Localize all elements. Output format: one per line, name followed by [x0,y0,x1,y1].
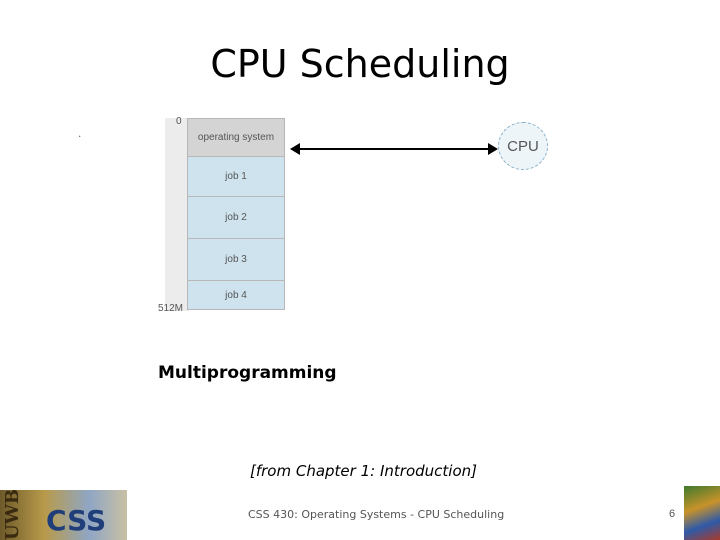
memory-layout: operating system job 1 job 2 job 3 job 4 [187,118,285,310]
uwb-css-logo: UWB CSS [0,490,127,540]
cpu-node: CPU [498,122,548,170]
page-number: 6 [669,508,676,520]
bullet-mark: . [78,126,82,140]
figure-caption: Multiprogramming [158,363,337,383]
book-cover-image [684,486,720,540]
double-arrow-icon [290,143,498,155]
segment-operating-system: operating system [188,119,284,157]
slide-title: CPU Scheduling [210,42,510,86]
segment-job-3: job 3 [188,239,284,281]
source-note: [from Chapter 1: Introduction] [250,462,477,480]
address-end-label: 512M [158,303,184,314]
memory-address-column [165,118,189,311]
segment-job-1: job 1 [188,157,284,197]
slide-footer: CSS 430: Operating Systems - CPU Schedul… [248,508,505,521]
segment-job-2: job 2 [188,197,284,239]
segment-job-4: job 4 [188,281,284,309]
address-start-label: 0 [176,116,182,127]
